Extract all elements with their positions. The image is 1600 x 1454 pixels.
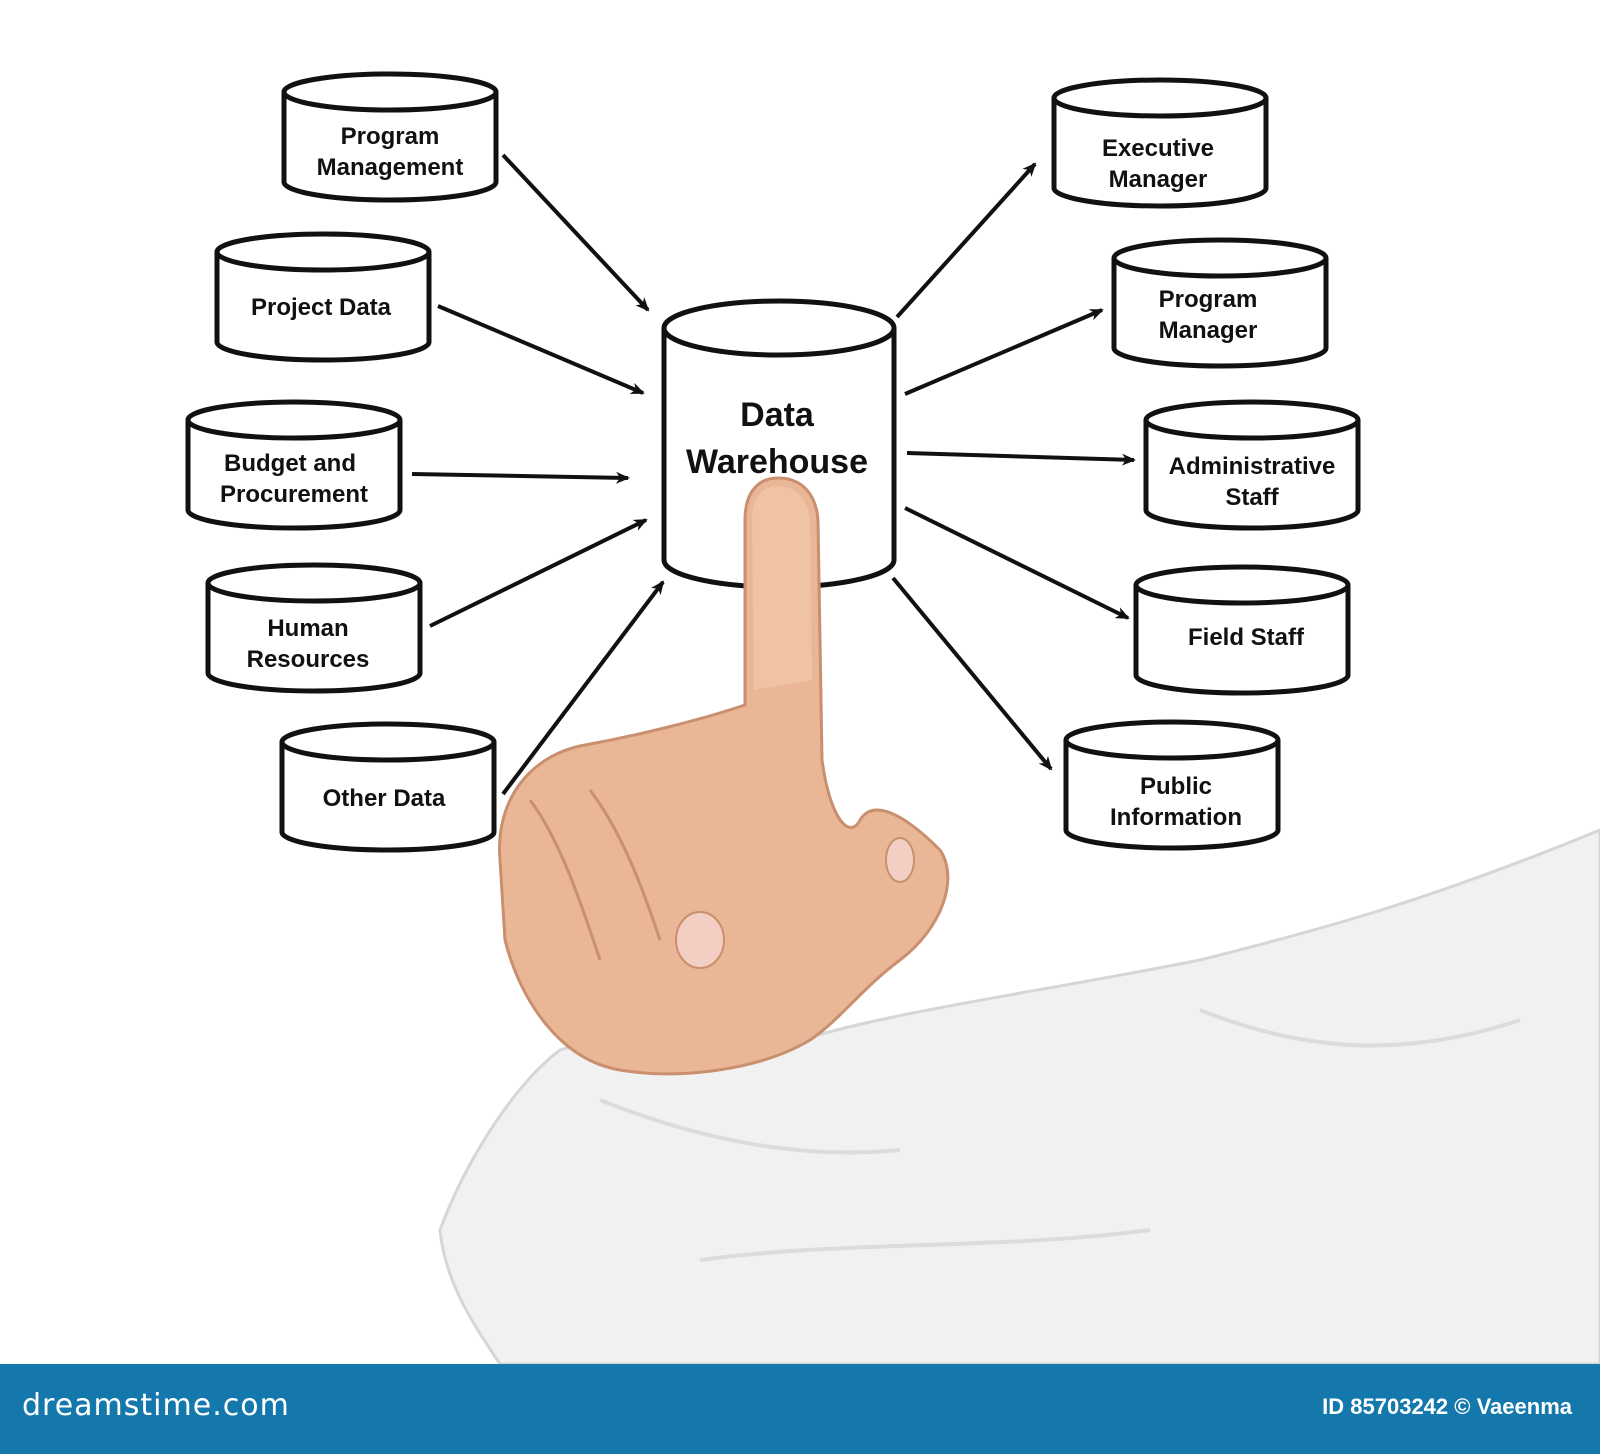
fingernail (885, 837, 915, 883)
center-label-line2: Warehouse (686, 443, 868, 481)
arrow-public-information (891, 576, 1053, 771)
arrow-program-management (501, 153, 650, 312)
arrow-budget-procurement (411, 471, 630, 484)
source-label-line1: Budget and (224, 450, 356, 477)
source-cylinder-other-data: Other Data (279, 721, 497, 853)
target-label-line1: Program (1159, 286, 1258, 313)
target-label-line2: Manager (1159, 317, 1258, 344)
arrow-program-manager (904, 308, 1104, 396)
target-label-line1: Field Staff (1188, 624, 1305, 651)
arrow-other-data (501, 580, 665, 796)
source-cylinder-human-resources: Human Resources (205, 562, 423, 694)
source-label-line1: Project Data (251, 294, 392, 321)
source-label-line2: Procurement (220, 481, 368, 508)
target-cylinder-administrative-staff: Administrative Staff (1143, 399, 1361, 531)
knuckle-line (528, 799, 602, 961)
hand-illustration (438, 476, 1600, 1366)
arrow-executive-manager (895, 162, 1037, 319)
footer-credit: ID 85703242 © Vaeenma (1322, 1394, 1572, 1419)
target-cylinder-executive-manager: Executive Manager (1051, 77, 1269, 209)
source-cylinder-project-data: Project Data (214, 231, 432, 363)
watermark-footer-bar: dreamstime.com ID 85703242 © Vaeenma (0, 1364, 1600, 1454)
center-label-line1: Data (740, 396, 815, 434)
fingernail (675, 911, 725, 969)
sleeve-fold (1199, 1008, 1521, 1048)
target-cylinder-public-information: Public Information (1063, 719, 1281, 851)
arrows-in (411, 153, 665, 796)
source-label-line2: Management (317, 154, 464, 181)
data-warehouse-diagram: Program Management Project Data Budget a… (185, 71, 1600, 1366)
arrows-out (891, 162, 1136, 771)
target-label-line2: Manager (1109, 166, 1208, 193)
source-label-line1: Program (341, 123, 440, 150)
target-label-line1: Executive (1102, 135, 1214, 162)
source-cylinder-program-management: Program Management (281, 71, 499, 203)
sleeve-fold (599, 1098, 901, 1155)
sleeve (438, 828, 1600, 1366)
target-label-line1: Public (1140, 773, 1212, 800)
arrow-field-staff (904, 506, 1130, 620)
sleeve-fold (699, 1228, 1151, 1262)
arrow-human-resources (429, 518, 648, 628)
arrow-administrative-staff (906, 451, 1136, 466)
target-label-line1: Administrative (1169, 453, 1336, 480)
arrow-project-data (437, 304, 645, 395)
center-cylinder-data-warehouse: Data Warehouse (661, 298, 897, 590)
target-label-line2: Staff (1225, 484, 1279, 511)
target-label-line2: Information (1110, 804, 1242, 831)
source-label-line2: Resources (247, 646, 370, 673)
source-cylinder-budget-procurement: Budget and Procurement (185, 399, 403, 531)
source-label-line1: Human (267, 615, 348, 642)
hand (498, 476, 950, 1076)
target-cylinder-program-manager: Program Manager (1111, 237, 1329, 369)
footer-brand: dreamstime.com (22, 1388, 290, 1423)
index-finger (752, 486, 812, 690)
source-label-line1: Other Data (323, 785, 446, 812)
knuckle-line (588, 789, 662, 941)
target-cylinder-field-staff: Field Staff (1133, 564, 1351, 696)
